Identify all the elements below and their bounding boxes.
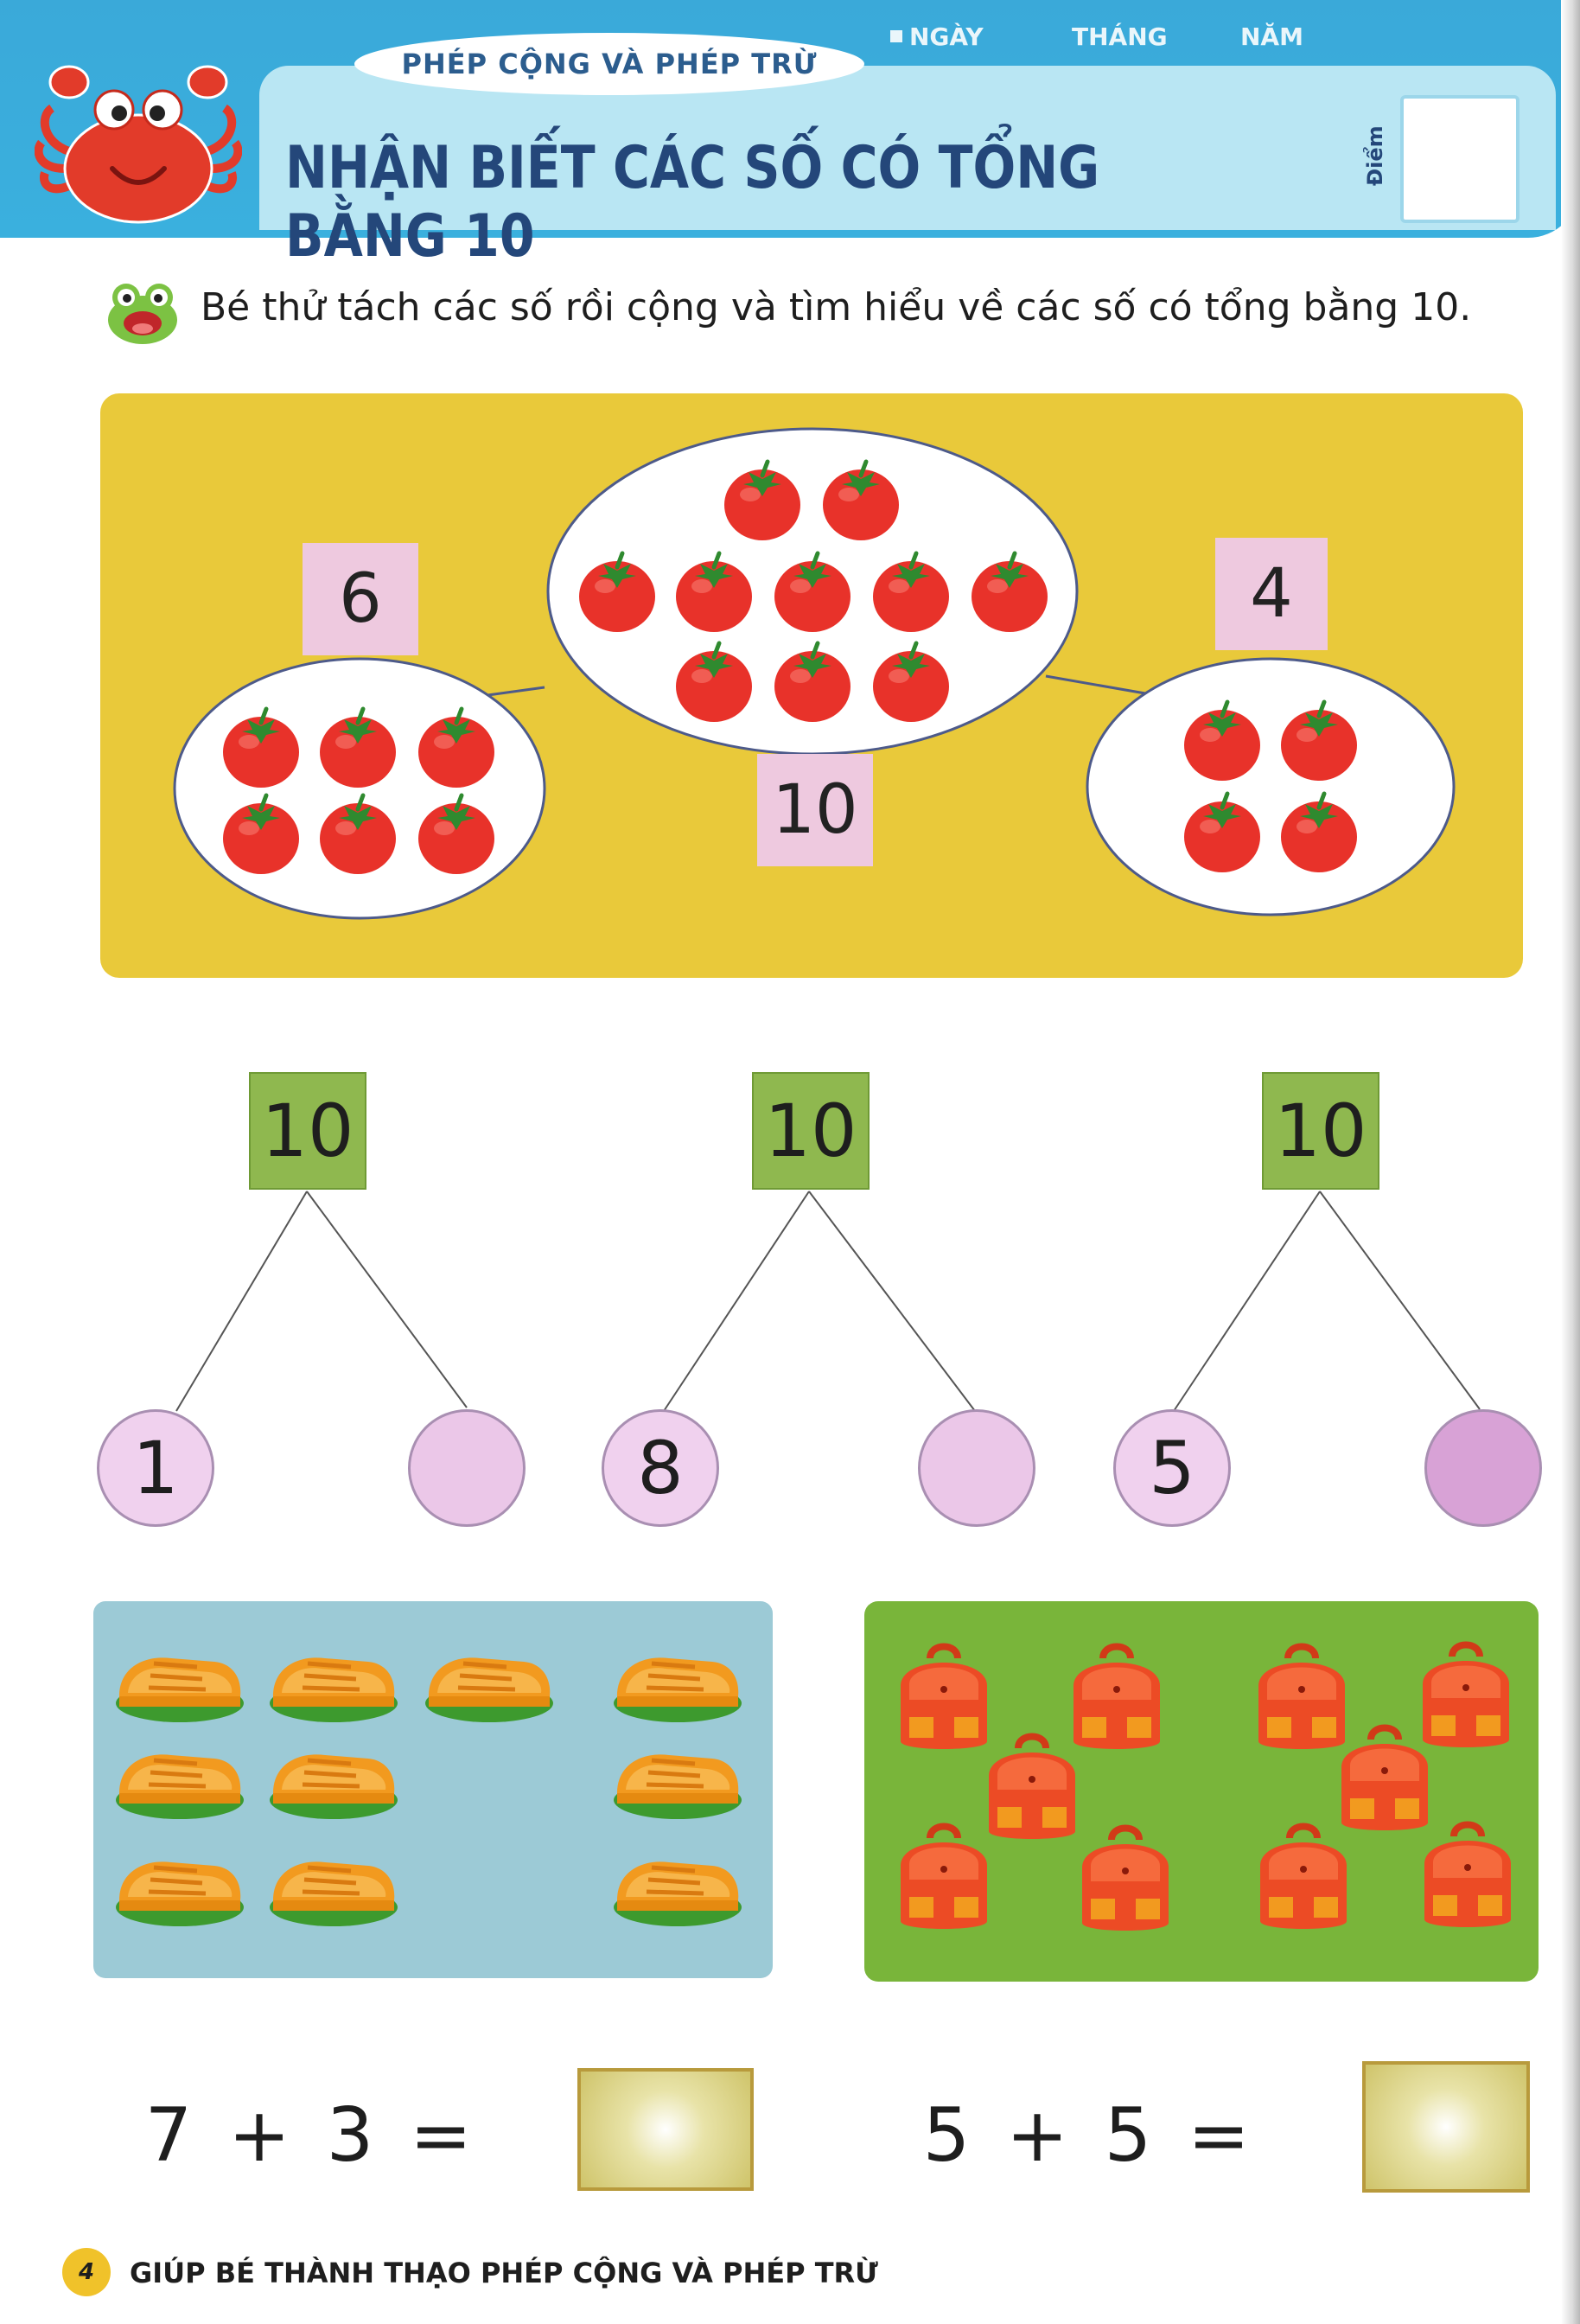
backpack-icon [901, 1647, 987, 1750]
eq2-op: + [1005, 2092, 1069, 2179]
shoe-icon [116, 1657, 244, 1722]
backpack-icon [1074, 1647, 1160, 1750]
date-row: NGÀY THÁNG NĂM [890, 22, 1513, 57]
tree-2-right-answer[interactable] [918, 1409, 1035, 1527]
example-diagram [173, 427, 1456, 920]
shoe-icon [270, 1861, 398, 1926]
tree-1-top: 10 [249, 1072, 366, 1190]
day-label: NGÀY [909, 22, 984, 51]
backpack-icon [1258, 1647, 1345, 1750]
page-title: NHẬN BIẾT CÁC SỐ CÓ TỔNG BẰNG 10 [285, 134, 1100, 271]
tree-3-top: 10 [1262, 1072, 1379, 1190]
eq1-eq: = [409, 2092, 473, 2179]
right-count-box: 4 [1215, 538, 1328, 650]
shoe-icon [270, 1657, 398, 1722]
eq2-answer-box[interactable] [1362, 2061, 1530, 2193]
eq2-a: 5 [922, 2092, 971, 2179]
page-number: 4 [62, 2248, 111, 2296]
left-count-box: 6 [303, 543, 418, 655]
tree-3-left: 5 [1113, 1409, 1231, 1527]
eq2-eq: = [1187, 2092, 1251, 2179]
total-count-box: 10 [757, 754, 873, 866]
crab-icon [35, 65, 242, 224]
tree-3-right-answer[interactable] [1424, 1409, 1542, 1527]
day-field[interactable]: NGÀY [890, 22, 984, 51]
eq1-op: + [227, 2092, 291, 2179]
shoe-icon [425, 1657, 553, 1722]
section-label: PHÉP CỘNG VÀ PHÉP TRỪ [354, 33, 864, 95]
tree-lines [175, 1191, 1481, 1412]
equation-2: 5 + 5 = [916, 2084, 1279, 2187]
tree-2-left: 8 [602, 1409, 719, 1527]
backpack-icon [1341, 1728, 1428, 1831]
picture-items [0, 0, 1580, 2006]
title-panel [259, 66, 1556, 230]
eq1-answer-box[interactable] [577, 2068, 754, 2191]
page-edge [1561, 0, 1580, 2324]
tree-1-left: 1 [97, 1409, 214, 1527]
shoe-icon [614, 1861, 742, 1926]
backpack-icon [901, 1827, 987, 1930]
shoe-icon [116, 1861, 244, 1926]
instruction-text: Bé thử tách các số rồi cộng và tìm hiểu … [201, 285, 1472, 329]
bullet-icon [890, 30, 902, 42]
eq1-b: 3 [326, 2092, 374, 2179]
year-label[interactable]: NĂM [1240, 22, 1303, 51]
backpack-icon [1423, 1645, 1509, 1748]
score-box[interactable] [1400, 95, 1519, 223]
shoe-icon [614, 1657, 742, 1722]
backpack-icon [1082, 1829, 1169, 1931]
backpack-group [901, 1645, 1511, 1931]
month-label[interactable]: THÁNG [1072, 22, 1168, 51]
shoe-group [116, 1657, 742, 1926]
footer-text: GIÚP BÉ THÀNH THẠO PHÉP CỘNG VÀ PHÉP TRỪ [130, 2257, 878, 2289]
eq1-a: 7 [144, 2092, 193, 2179]
tree-1-right-answer[interactable] [408, 1409, 526, 1527]
equation-1: 7 + 3 = [138, 2084, 501, 2187]
backpack-icon [1424, 1825, 1511, 1928]
backpack-icon [989, 1737, 1075, 1840]
tree-2-top: 10 [752, 1072, 870, 1190]
backpack-icon [1260, 1827, 1347, 1930]
shoe-icon [614, 1754, 742, 1819]
frog-icon [108, 284, 177, 344]
shoe-icon [270, 1754, 398, 1819]
eq2-b: 5 [1104, 2092, 1152, 2179]
shoe-icon [116, 1754, 244, 1819]
